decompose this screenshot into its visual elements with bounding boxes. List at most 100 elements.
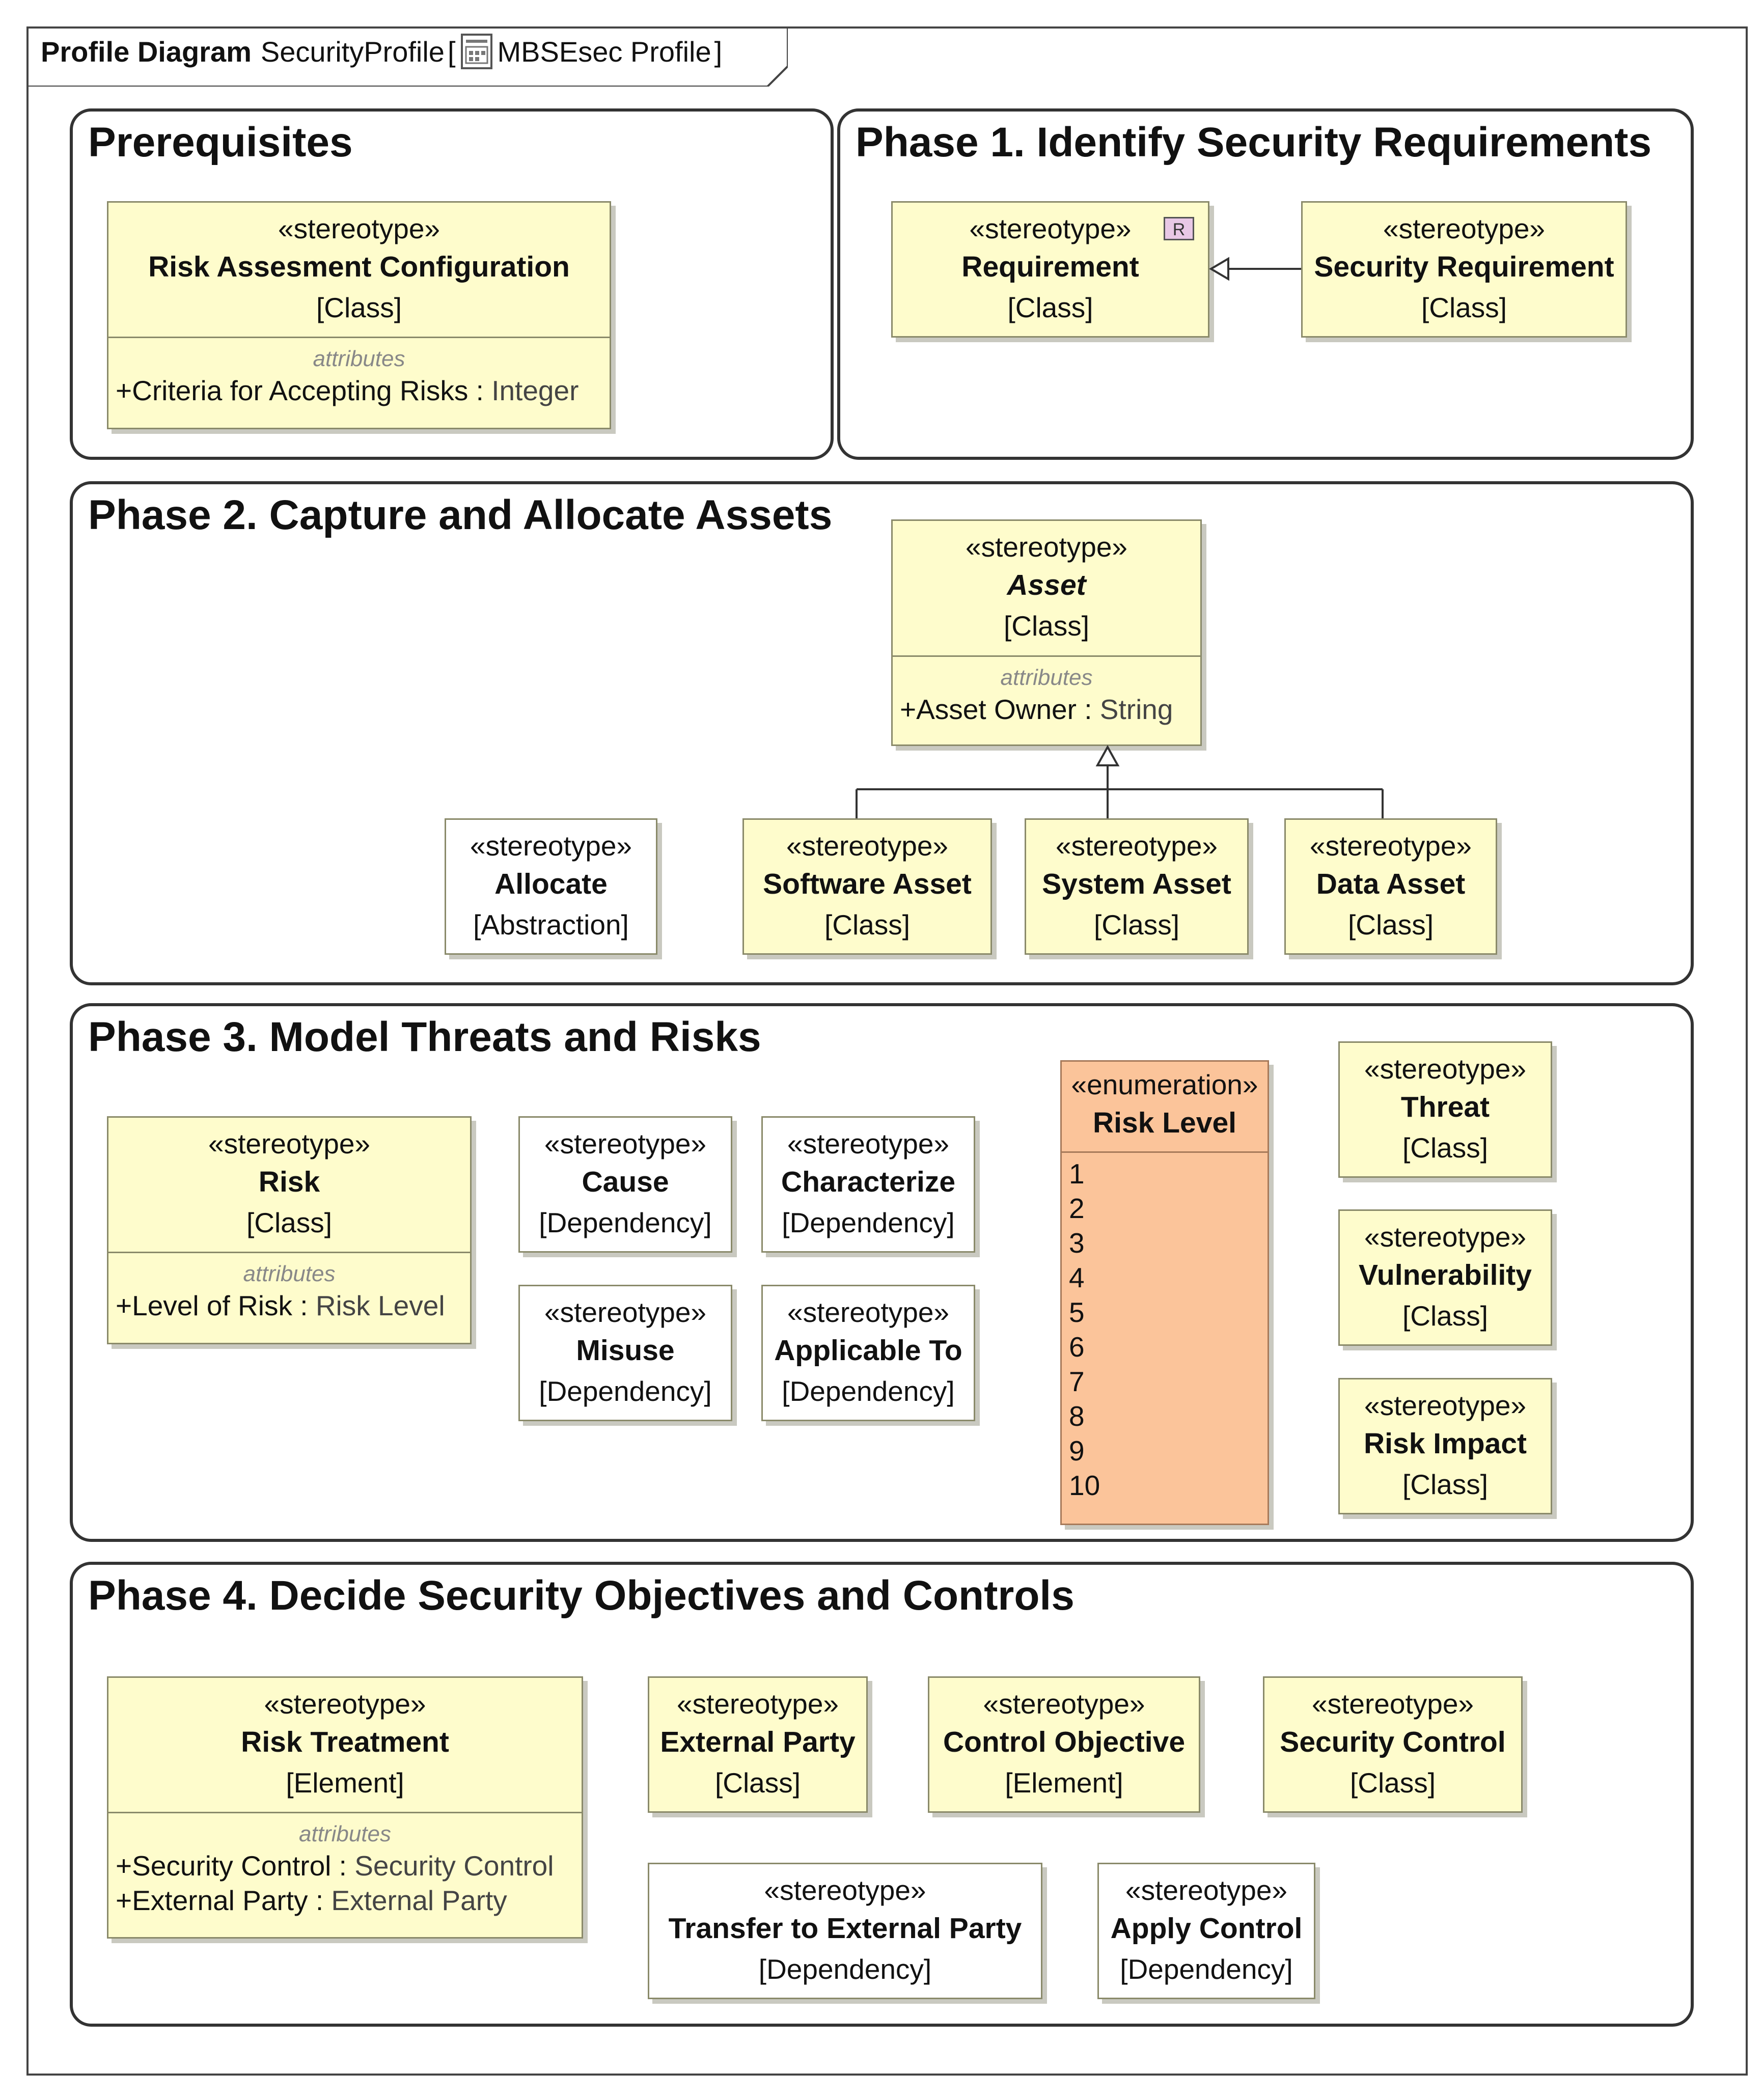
element-kind: [Dependency]: [782, 1375, 955, 1407]
enumeration-literal[interactable]: 5: [1069, 1296, 1085, 1328]
element-kind: [Dependency]: [539, 1375, 712, 1407]
attributes-label: attributes: [313, 346, 405, 371]
enumeration-literal[interactable]: 6: [1069, 1331, 1085, 1363]
stereotype-security-requirement[interactable]: «stereotype» Security Requirement [Class…: [1301, 201, 1627, 338]
stereotype-applicable-to[interactable]: «stereotype» Applicable To [Dependency]: [761, 1285, 975, 1421]
element-kind: [Class]: [824, 909, 911, 941]
element-kind: [Class]: [316, 292, 402, 323]
attributes-label: attributes: [243, 1261, 336, 1286]
stereotype-keyword: «stereotype»: [1364, 1221, 1526, 1253]
stereotype-transfer-to-external-party[interactable]: «stereotype» Transfer to External Party …: [648, 1863, 1042, 1999]
stereotype-external-party[interactable]: «stereotype» External Party [Class]: [648, 1676, 868, 1813]
attribute-separator: :: [292, 1290, 316, 1321]
attribute-row[interactable]: +External Party : External Party: [116, 1884, 576, 1917]
stereotype-threat[interactable]: «stereotype» Threat [Class]: [1338, 1041, 1552, 1178]
attribute-row[interactable]: +Asset Owner : String: [900, 693, 1195, 726]
element-name: Threat: [1400, 1091, 1490, 1123]
enumeration-literal[interactable]: 2: [1069, 1193, 1085, 1224]
attribute-row[interactable]: +Criteria for Accepting Risks : Integer: [116, 374, 604, 407]
stereotype-risk-impact[interactable]: «stereotype» Risk Impact [Class]: [1338, 1378, 1552, 1514]
compartment-separator: [108, 1812, 582, 1813]
enumeration-literal[interactable]: 8: [1069, 1400, 1085, 1432]
attribute-separator: :: [308, 1885, 332, 1916]
enumeration-literal[interactable]: 7: [1069, 1366, 1085, 1397]
stereotype-risk[interactable]: «stereotype» Risk [Class] attributes +Le…: [107, 1116, 472, 1344]
element-name: Security Control: [1280, 1726, 1506, 1758]
package-title: Phase 4. Decide Security Objectives and …: [88, 1572, 1075, 1619]
stereotype-keyword: «stereotype»: [1056, 830, 1218, 862]
compartment-separator: [1062, 1151, 1268, 1153]
compartment-separator: [108, 337, 610, 338]
enumeration-literal[interactable]: 4: [1069, 1262, 1085, 1293]
element-name: Data Asset: [1316, 868, 1466, 900]
stereotype-keyword: «stereotype»: [787, 1128, 949, 1159]
element-name: Allocate: [494, 868, 608, 900]
diagram-frame-tab: [26, 26, 788, 87]
stereotype-characterize[interactable]: «stereotype» Characterize [Dependency]: [761, 1116, 975, 1253]
element-kind: [Class]: [1402, 1132, 1489, 1164]
enumeration-literal[interactable]: 10: [1069, 1470, 1100, 1501]
stereotype-security-control[interactable]: «stereotype» Security Control [Class]: [1263, 1676, 1523, 1813]
stereotype-asset[interactable]: «stereotype» Asset [Class] attributes +A…: [891, 519, 1202, 746]
compartment-separator: [893, 655, 1200, 657]
element-kind: [Class]: [1007, 292, 1093, 323]
enumeration-literal[interactable]: 9: [1069, 1435, 1085, 1467]
stereotype-misuse[interactable]: «stereotype» Misuse [Dependency]: [518, 1285, 732, 1421]
frame-name: SecurityProfile: [260, 35, 445, 68]
requirement-r-icon: R: [1164, 217, 1194, 240]
stereotype-requirement[interactable]: «stereotype» Requirement [Class] R: [891, 201, 1209, 338]
attribute-name: +External Party: [116, 1885, 308, 1916]
stereotype-risk-treatment[interactable]: «stereotype» Risk Treatment [Element] at…: [107, 1676, 583, 1939]
element-kind: [Element]: [286, 1767, 404, 1799]
package-title: Phase 1. Identify Security Requirements: [856, 119, 1652, 165]
attribute-row[interactable]: +Level of Risk : Risk Level: [116, 1289, 465, 1322]
attribute-type: Security Control: [354, 1850, 554, 1882]
compartment-separator: [108, 1252, 470, 1253]
stereotype-keyword: «stereotype»: [264, 1688, 426, 1720]
stereotype-keyword: «stereotype»: [1364, 1053, 1526, 1085]
attribute-separator: :: [468, 375, 492, 406]
element-name: Risk Level: [1093, 1107, 1236, 1139]
element-kind: [Class]: [246, 1207, 333, 1238]
element-kind: [Class]: [1349, 1767, 1436, 1799]
stereotype-allocate[interactable]: «stereotype» Allocate [Abstraction]: [445, 818, 657, 955]
stereotype-keyword: «stereotype»: [787, 1296, 949, 1328]
attribute-type: External Party: [331, 1885, 507, 1916]
package-phase1[interactable]: Phase 1. Identify Security Requirements: [837, 108, 1694, 460]
element-name: Security Requirement: [1314, 251, 1614, 283]
attribute-row[interactable]: +Security Control : Security Control: [116, 1849, 576, 1882]
attributes-label: attributes: [299, 1821, 391, 1846]
stereotype-apply-control[interactable]: «stereotype» Apply Control [Dependency]: [1097, 1863, 1315, 1999]
frame-kind: Profile Diagram: [41, 35, 252, 68]
element-name: Vulnerability: [1359, 1259, 1532, 1291]
enumeration-literal[interactable]: 1: [1069, 1158, 1085, 1190]
stereotype-system-asset[interactable]: «stereotype» System Asset [Class]: [1025, 818, 1249, 955]
enumeration-literal[interactable]: 3: [1069, 1227, 1085, 1259]
attribute-type: String: [1099, 694, 1173, 725]
stereotype-keyword: «stereotype»: [1310, 830, 1472, 862]
element-name: Apply Control: [1110, 1912, 1303, 1945]
element-kind: [Class]: [1093, 909, 1180, 941]
attribute-name: +Asset Owner: [900, 694, 1077, 725]
element-kind: [Dependency]: [758, 1953, 932, 1985]
element-name: Risk: [258, 1166, 320, 1198]
stereotype-risk-assessment-configuration[interactable]: «stereotype» Risk Assesment Configuratio…: [107, 201, 611, 429]
element-name: Control Objective: [943, 1726, 1186, 1758]
stereotype-keyword: «stereotype»: [677, 1688, 839, 1720]
frame-title: Profile Diagram SecurityProfile[ MBSEsec…: [41, 33, 722, 70]
element-kind: [Class]: [1347, 909, 1434, 941]
stereotype-software-asset[interactable]: «stereotype» Software Asset [Class]: [742, 818, 992, 955]
stereotype-cause[interactable]: «stereotype» Cause [Dependency]: [518, 1116, 732, 1253]
element-name: External Party: [660, 1726, 856, 1758]
stereotype-vulnerability[interactable]: «stereotype» Vulnerability [Class]: [1338, 1209, 1552, 1346]
package-title: Phase 3. Model Threats and Risks: [88, 1014, 761, 1060]
package-title: Prerequisites: [88, 119, 353, 165]
element-kind: [Class]: [714, 1767, 801, 1799]
attribute-name: +Security Control: [116, 1850, 332, 1882]
stereotype-data-asset[interactable]: «stereotype» Data Asset [Class]: [1284, 818, 1497, 955]
frame-bracket-open: [: [447, 35, 456, 68]
stereotype-control-objective[interactable]: «stereotype» Control Objective [Element]: [928, 1676, 1200, 1813]
element-kind: [Dependency]: [1120, 1953, 1293, 1985]
